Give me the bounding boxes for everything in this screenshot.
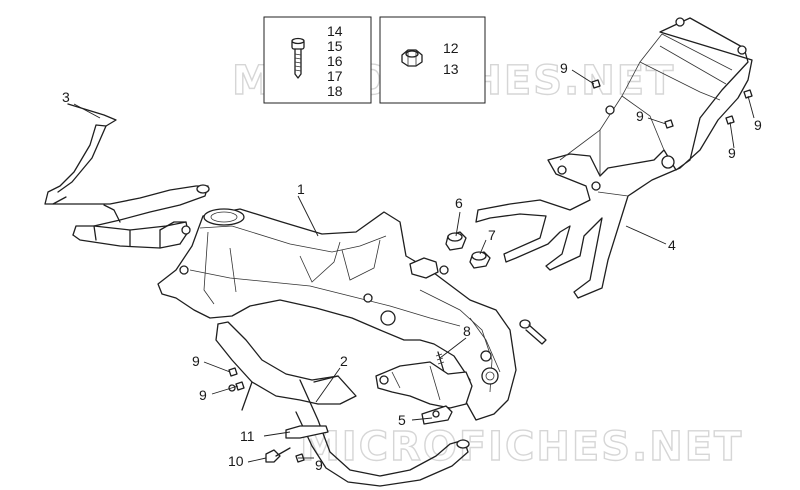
inset-label-15: 15 <box>327 38 343 54</box>
fairing-bracket-part <box>44 103 210 249</box>
callout-9-b: 9 <box>636 108 644 124</box>
callout-9-a: 9 <box>560 60 568 76</box>
rear-subframe-part <box>475 17 753 299</box>
callout-8: 8 <box>463 323 471 339</box>
frame-bolt-part <box>435 319 547 373</box>
inset-bolt-kit: 14 15 16 17 18 <box>263 16 372 104</box>
inset-label-12: 12 <box>443 40 459 56</box>
inset-label-14: 14 <box>327 23 343 39</box>
callout-5: 5 <box>398 412 406 428</box>
inset-label-18: 18 <box>327 83 343 99</box>
callout-4: 4 <box>668 237 676 253</box>
inset-nut-kit: 12 13 <box>379 16 486 104</box>
inset-label-16: 16 <box>327 53 343 69</box>
leader-lines <box>73 69 755 463</box>
main-frame-part <box>157 208 517 421</box>
callout-10: 10 <box>228 453 244 469</box>
callout-9-c: 9 <box>754 117 762 133</box>
watermark-bottom: MICROFICHES.NET <box>300 424 743 470</box>
callout-9-d: 9 <box>728 145 736 161</box>
callout-11: 11 <box>240 428 255 444</box>
callout-6: 6 <box>455 195 463 211</box>
nut-icon <box>401 49 423 67</box>
screw-part-group <box>228 79 753 463</box>
small-bolt-part <box>265 447 291 463</box>
engine-cradle-part <box>375 361 473 425</box>
callout-2: 2 <box>340 353 348 369</box>
inset-label-17: 17 <box>327 68 343 84</box>
lower-cradle-part <box>215 321 470 487</box>
callout-3: 3 <box>62 89 70 105</box>
callout-9-g: 9 <box>315 457 323 473</box>
callout-7: 7 <box>488 227 496 243</box>
bushing-part <box>445 231 491 269</box>
bolt-icon <box>291 37 305 79</box>
inset-label-13: 13 <box>443 61 459 77</box>
callout-9-f: 9 <box>199 387 207 403</box>
callout-1: 1 <box>297 181 305 197</box>
callout-9-e: 9 <box>192 353 200 369</box>
